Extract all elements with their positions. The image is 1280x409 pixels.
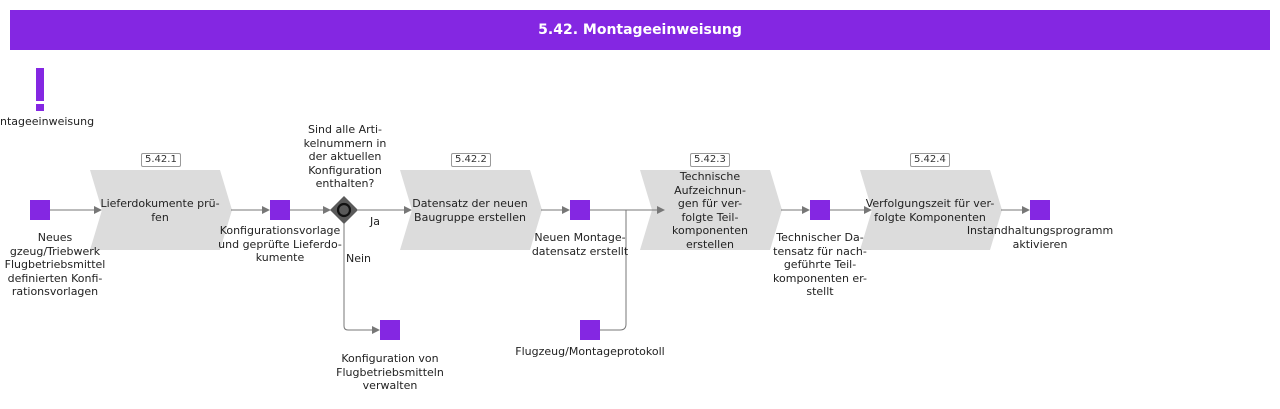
event-label: Neues gzeug/Triebwerk Flugbetriebsmittel… [4,231,106,298]
event-box[interactable] [380,320,400,340]
event-label: Flugzeug/Montageprotokoll [515,345,665,358]
event-label: Technischer Da- tensatz für nach- geführ… [773,231,867,298]
function-ref-5-42-4: 5.42.4 [910,153,950,167]
function-ref-5-42-1: 5.42.1 [141,153,181,167]
function-label-5-42-1: Lieferdokumente prü- fen [100,197,220,224]
xor-gateway[interactable] [330,196,358,224]
function-ref-5-42-3: 5.42.3 [690,153,730,167]
function-shape-5-42-4[interactable] [860,170,1002,250]
start-event-label: ntageeinweisung [0,115,95,128]
event-label: Neuen Montage- datensatz erstellt [531,231,629,258]
event-label: Instandhaltungsprogramm aktivieren [966,224,1114,251]
event-label: Konfiguration von Flugbetriebsmitteln ve… [336,352,444,392]
function-shape-5-42-3[interactable] [640,170,782,250]
connector [600,210,627,331]
exclamation-icon [36,68,44,111]
function-shape-5-42-1[interactable] [90,170,232,250]
gateway-question: Sind alle Arti- kelnummern in der aktuel… [303,123,387,190]
event-box[interactable] [810,200,830,220]
page-title: 5.42. Montageeinweisung [10,10,1270,50]
event-box[interactable] [270,200,290,220]
gateway-no-label: Nein [346,252,372,265]
event-box[interactable] [580,320,600,340]
function-label-5-42-4: Verfolgungszeit für ver- folgte Komponen… [865,197,995,224]
connector [343,223,380,334]
event-box[interactable] [30,200,50,220]
function-ref-5-42-2: 5.42.2 [451,153,491,167]
function-label-5-42-2: Datensatz der neuen Baugruppe erstellen [412,197,528,224]
event-box[interactable] [570,200,590,220]
function-label-5-42-3: Technische Aufzeichnun- gen für ver- fol… [672,170,748,251]
function-shape-5-42-2[interactable] [400,170,542,250]
event-label: Konfigurationsvorlage und geprüfte Liefe… [218,224,342,264]
gateway-yes-label: Ja [370,215,380,228]
event-box[interactable] [1030,200,1050,220]
